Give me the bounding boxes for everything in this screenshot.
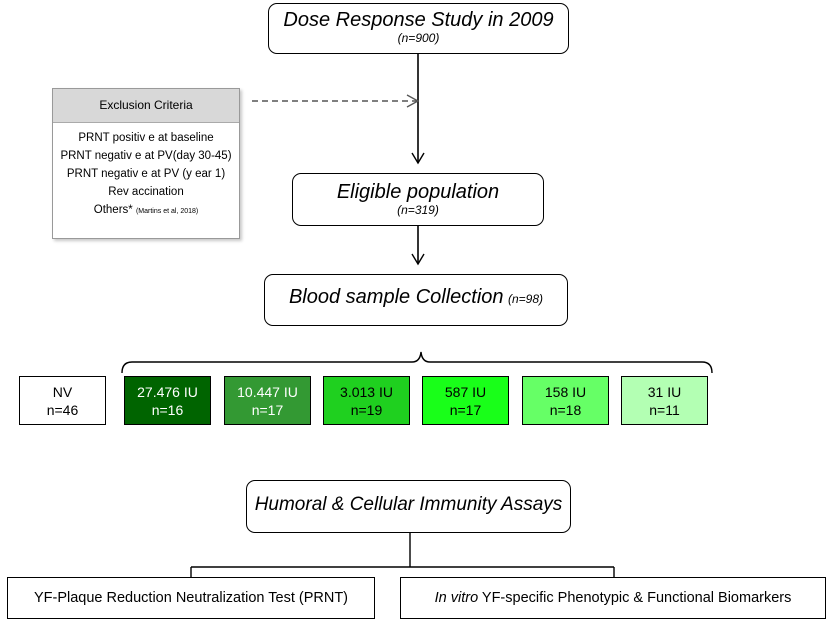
group-label: 587 IU: [444, 384, 487, 400]
prnt-output-box: YF-Plaque Reduction Neutralization Test …: [7, 577, 375, 619]
exclusion-item-others: Others* (Martins et al, 2018): [53, 201, 239, 221]
group-count: n=18: [549, 402, 582, 418]
group-label: 3.013 IU: [340, 384, 393, 400]
exclusion-item: PRNT positiv e at baseline: [78, 132, 214, 144]
invitro-italic-label: In vitro: [434, 590, 479, 606]
group-label: NV: [52, 384, 73, 400]
group-box-dose: 27.476 IU n=16: [124, 376, 211, 425]
group-box-dose: 3.013 IU n=19: [323, 376, 410, 425]
group-box-dose: 10.447 IU n=17: [224, 376, 311, 425]
exclusion-item: Rev accination: [108, 186, 184, 198]
blood-title: Blood sample Collection: [288, 286, 504, 308]
others-label: Others*: [93, 204, 133, 216]
study-box: Dose Response Study in 2009 (n=900): [268, 3, 569, 54]
study-count: (n=900): [397, 31, 440, 45]
group-count: n=17: [251, 402, 284, 418]
exclusion-item: PRNT negativ e at PV (y ear 1): [66, 168, 226, 180]
eligible-count: (n=319): [397, 203, 439, 217]
prnt-label: YF-Plaque Reduction Neutralization Test …: [33, 590, 349, 606]
group-box-nv: NV n=46: [19, 376, 106, 425]
others-citation: (Martins et al, 2018): [135, 208, 199, 215]
eligible-title: Eligible population: [336, 181, 500, 203]
group-label: 31 IU: [647, 384, 682, 400]
exclusion-item: PRNT negativ e at PV(day 30-45): [60, 150, 232, 162]
group-box-dose: 158 IU n=18: [522, 376, 609, 425]
group-count: n=17: [449, 402, 482, 418]
group-count: n=16: [151, 402, 184, 418]
group-box-dose: 587 IU n=17: [422, 376, 509, 425]
group-count: n=46: [46, 402, 79, 418]
group-label: 10.447 IU: [237, 384, 298, 400]
blood-sample-box: Blood sample Collection (n=98): [264, 274, 568, 326]
invitro-output-box: In vitro YF-specific Phenotypic & Functi…: [400, 577, 826, 619]
group-count: n=19: [350, 402, 383, 418]
group-box-dose: 31 IU n=11: [621, 376, 708, 425]
exclusion-list: PRNT positiv e at baseline PRNT negativ …: [53, 129, 239, 221]
invitro-label: YF-specific Phenotypic & Functional Biom…: [478, 590, 792, 606]
blood-count: (n=98): [507, 292, 544, 306]
study-title: Dose Response Study in 2009: [283, 9, 554, 31]
eligible-box: Eligible population (n=319): [292, 173, 544, 226]
assays-title: Humoral & Cellular Immunity Assays: [254, 494, 563, 515]
group-label: 27.476 IU: [137, 384, 198, 400]
exclusion-criteria-panel: Exclusion Criteria PRNT positiv e at bas…: [52, 88, 240, 239]
group-count: n=11: [649, 402, 680, 418]
assays-box: Humoral & Cellular Immunity Assays: [246, 480, 571, 533]
group-label: 158 IU: [544, 384, 587, 400]
exclusion-header: Exclusion Criteria: [53, 89, 239, 123]
group-brace: [121, 351, 713, 374]
